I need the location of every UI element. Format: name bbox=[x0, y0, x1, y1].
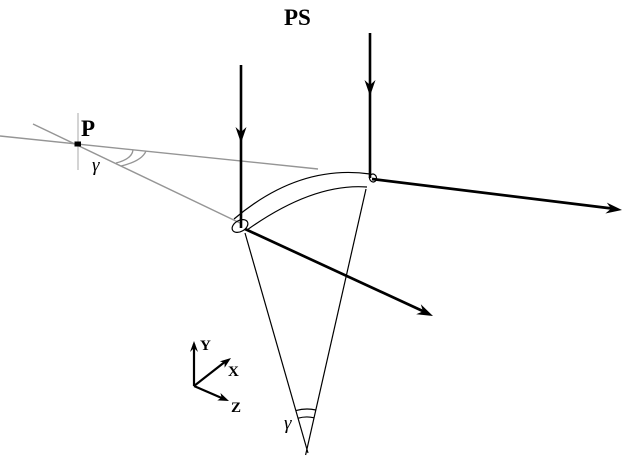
apex-cone bbox=[244, 188, 367, 456]
axis-x bbox=[193, 360, 227, 387]
cone-left-edge bbox=[244, 232, 309, 454]
coordinate-axes bbox=[190, 341, 231, 401]
source-angle-arc-inner bbox=[115, 149, 134, 164]
apex-gamma-label: γ bbox=[284, 413, 292, 434]
source-gamma-label: γ bbox=[92, 155, 100, 176]
exit-ray-right bbox=[371, 177, 617, 211]
cone-right-edge bbox=[305, 188, 367, 456]
axis-y-label: Y bbox=[200, 338, 211, 354]
source-angle-arc-outer bbox=[120, 150, 147, 167]
axis-x-label: X bbox=[228, 364, 239, 380]
exit-ray-right-arrowhead-icon bbox=[605, 202, 622, 214]
axis-z-label: Z bbox=[231, 400, 241, 416]
exit-rays bbox=[244, 177, 622, 316]
axis-x-arrowhead-icon bbox=[219, 358, 231, 368]
labels: PS P γ γ Y X Z bbox=[81, 5, 311, 434]
axis-z bbox=[193, 384, 225, 401]
ray-upper bbox=[0, 135, 319, 170]
exit-ray-diagonal bbox=[244, 227, 428, 315]
diagram-title: PS bbox=[284, 5, 311, 30]
incident-rays bbox=[235, 33, 376, 228]
detector-band-upper-edge bbox=[233, 171, 371, 220]
detector-band-lower-edge bbox=[246, 186, 368, 231]
axis-z-arrowhead-icon bbox=[217, 393, 229, 401]
detector-band bbox=[231, 171, 378, 233]
detector-band-left-cap bbox=[231, 219, 249, 233]
ray-lower bbox=[32, 123, 241, 224]
incident-ray-right-arrowhead-icon bbox=[364, 80, 376, 96]
point-p-label: P bbox=[81, 116, 95, 141]
axis-y-arrowhead-icon bbox=[190, 341, 198, 352]
exit-ray-diagonal-arrowhead-icon bbox=[416, 304, 433, 316]
apex-angle-arc-inner bbox=[297, 416, 315, 419]
incident-ray-left-arrowhead-icon bbox=[235, 127, 247, 143]
source-rays bbox=[0, 113, 319, 224]
source-point-marker bbox=[74, 141, 81, 147]
apex-angle-arc-outer bbox=[295, 408, 317, 412]
detector-band-right-cap bbox=[368, 173, 378, 183]
